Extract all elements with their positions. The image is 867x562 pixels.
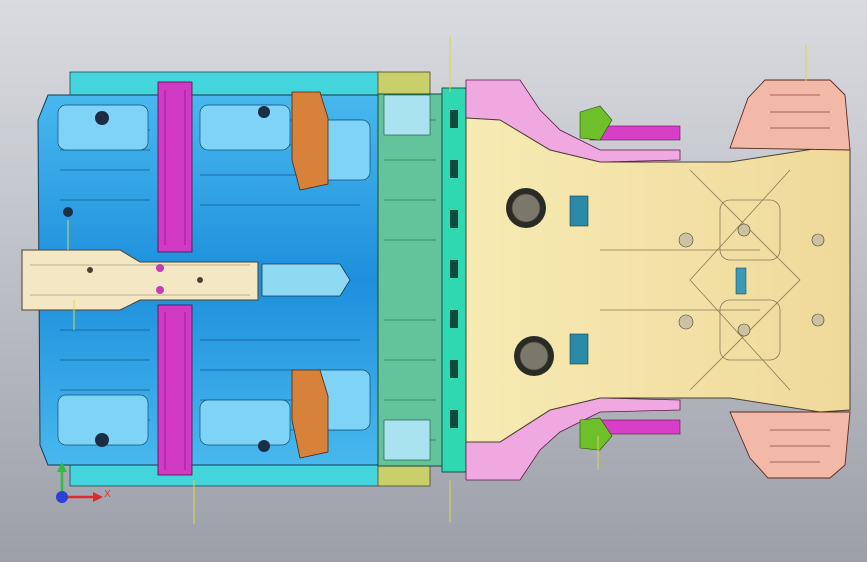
rear-end-panel	[729, 79, 851, 479]
section-plane-markers	[67, 36, 807, 524]
front-floor-outer-rail	[69, 71, 381, 487]
z-axis-dot	[56, 491, 68, 503]
tunnel-reinforcement	[21, 249, 351, 311]
mid-floor-panel	[377, 93, 443, 467]
x-axis-label: X	[104, 489, 111, 500]
coordinate-triad	[56, 462, 103, 503]
x-axis-arrowhead	[93, 492, 103, 502]
rear-floor-panel	[465, 117, 851, 443]
y-axis-arrowhead	[57, 462, 67, 472]
rear-crossmember	[441, 87, 467, 473]
mid-sill-strip	[377, 71, 431, 487]
rear-side-members	[465, 79, 681, 481]
front-crossmember	[157, 81, 193, 476]
seat-mount-brackets	[291, 91, 329, 459]
